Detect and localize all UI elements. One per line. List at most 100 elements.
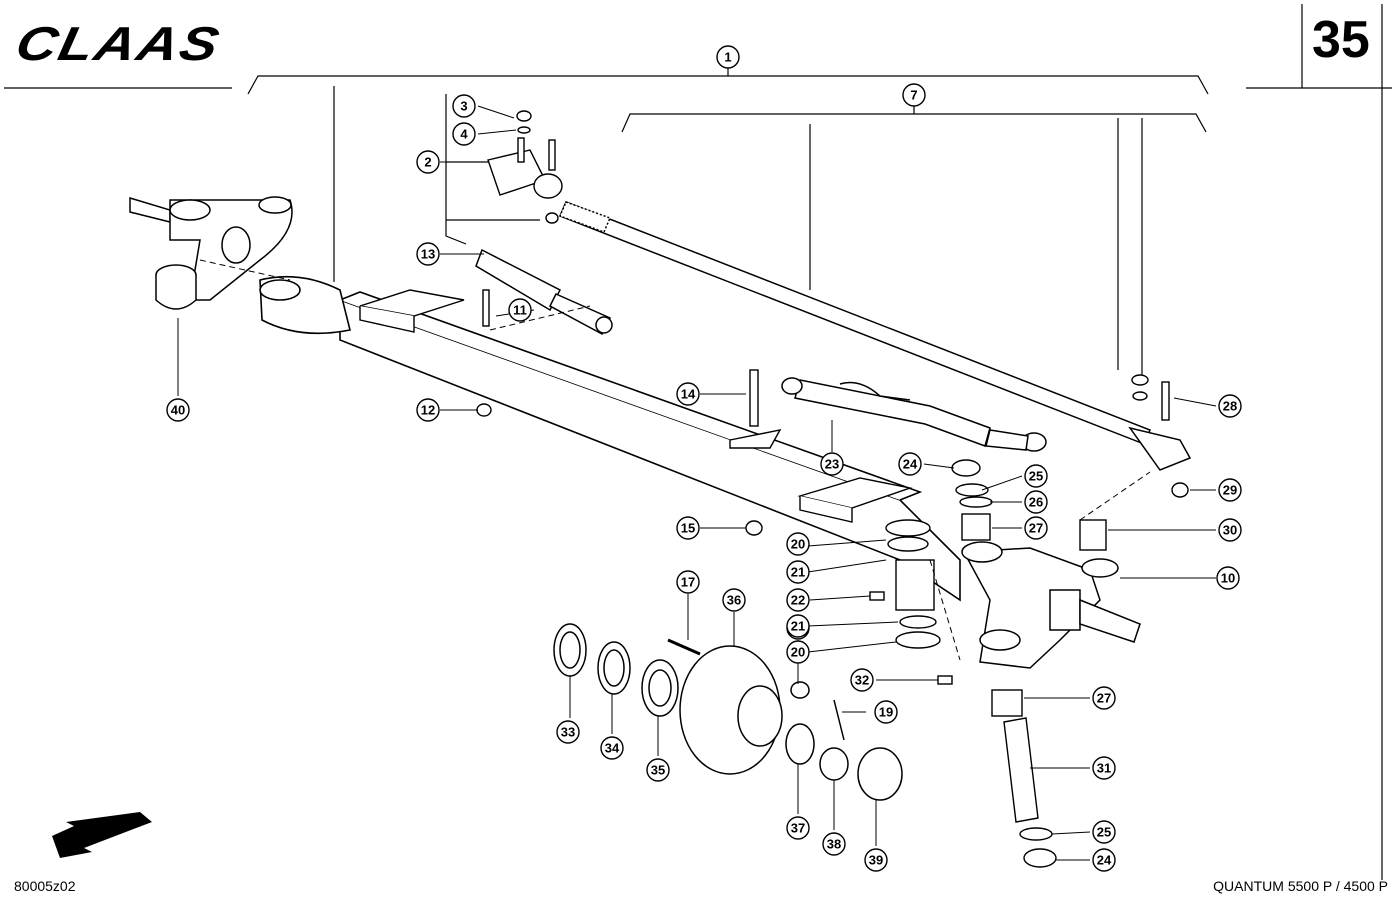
callout-3: 3: [452, 94, 476, 118]
svg-text:37: 37: [791, 821, 805, 836]
callout-40: 40: [166, 398, 190, 422]
bracket-assembly-7: [621, 113, 1207, 133]
mounting-plate-lower: [797, 477, 913, 509]
svg-text:24: 24: [903, 457, 918, 472]
callout-34: 34: [600, 736, 624, 760]
arrow-southwest-icon: [52, 812, 152, 858]
svg-text:34: 34: [605, 741, 620, 756]
steering-cylinder-13: [475, 248, 613, 336]
callout-30: 30: [1218, 518, 1242, 542]
nut-15: [745, 520, 763, 536]
svg-text:17: 17: [681, 575, 695, 590]
callout-7: 7: [902, 83, 926, 107]
callout-28: 28: [1218, 394, 1242, 418]
bolt-28: [1161, 381, 1170, 421]
callout-36: 36: [722, 588, 746, 612]
svg-text:39: 39: [869, 853, 883, 868]
svg-text:30: 30: [1223, 523, 1237, 538]
bracket-assembly-1: [247, 75, 1209, 95]
callout-21: 21: [786, 560, 810, 584]
callout-39: 39: [864, 848, 888, 872]
svg-text:40: 40: [171, 403, 185, 418]
svg-text:24: 24: [1097, 853, 1112, 868]
front-axle-beam: [259, 275, 961, 602]
steering-cylinder-23: [781, 377, 1047, 452]
svg-text:20: 20: [791, 645, 805, 660]
svg-text:19: 19: [879, 705, 893, 720]
svg-text:23: 23: [825, 457, 839, 472]
callout-14: 14: [676, 382, 700, 406]
svg-text:33: 33: [561, 725, 575, 740]
svg-text:28: 28: [1223, 399, 1237, 414]
grease-nipple-32: [937, 675, 953, 685]
mounting-plate-upper: [359, 289, 465, 317]
callout-17: 17: [676, 570, 700, 594]
svg-text:15: 15: [681, 521, 695, 536]
bolt-11: [482, 289, 490, 327]
callout-35: 35: [646, 758, 670, 782]
callout-25: 25: [1024, 464, 1048, 488]
svg-text:20: 20: [791, 537, 805, 552]
callout-21-b: 21: [786, 614, 810, 638]
svg-text:11: 11: [513, 303, 527, 318]
svg-text:14: 14: [681, 387, 696, 402]
svg-text:25: 25: [1097, 825, 1111, 840]
svg-text:12: 12: [421, 403, 435, 418]
callout-24: 24: [898, 452, 922, 476]
callout-11: 11: [508, 298, 532, 322]
callout-33: 33: [556, 720, 580, 744]
svg-text:22: 22: [791, 593, 805, 608]
callout-15: 15: [676, 516, 700, 540]
cylinder-bracket: [729, 429, 782, 449]
svg-text:13: 13: [421, 247, 435, 262]
svg-text:21: 21: [791, 565, 805, 580]
callout-27: 27: [1024, 516, 1048, 540]
callout-4: 4: [452, 122, 476, 146]
model-label: QUANTUM 5500 P / 4500 P: [1213, 878, 1388, 894]
svg-text:29: 29: [1223, 483, 1237, 498]
tie-rod: [558, 201, 1192, 471]
callout-2: 2: [416, 150, 440, 174]
svg-text:4: 4: [460, 127, 468, 142]
king-pin-parts: [885, 459, 1107, 868]
svg-text:7: 7: [910, 88, 917, 103]
washer-28: [1131, 374, 1149, 386]
callout-27-b: 27: [1092, 686, 1116, 710]
callout-25-b: 25: [1092, 820, 1116, 844]
callout-29: 29: [1218, 478, 1242, 502]
svg-text:2: 2: [424, 155, 431, 170]
svg-text:25: 25: [1029, 469, 1043, 484]
svg-text:26: 26: [1029, 495, 1043, 510]
right-steering-knuckle: [961, 541, 1141, 669]
bolt-14: [749, 369, 759, 427]
bracket-assembly-2: [445, 94, 467, 245]
svg-text:3: 3: [460, 99, 467, 114]
svg-text:1: 1: [724, 50, 731, 65]
callout-22: 22: [786, 588, 810, 612]
nut-29: [1171, 482, 1189, 498]
callout-26: 26: [1024, 490, 1048, 514]
callout-13: 13: [416, 242, 440, 266]
callout-1: 1: [716, 45, 740, 69]
left-steering-knuckle: [129, 196, 293, 310]
callout-balloons: 1234710111213141517181920202121222324242…: [166, 45, 1242, 872]
svg-text:32: 32: [855, 673, 869, 688]
callout-37: 37: [786, 816, 810, 840]
drawing-id: 80005z02: [14, 878, 76, 894]
callout-24-b: 24: [1092, 848, 1116, 872]
grease-nipple-22: [869, 591, 885, 601]
callout-20-b: 20: [786, 640, 810, 664]
clamp-assembly: [487, 110, 563, 224]
wheel-hub-assembly: [553, 623, 903, 801]
svg-text:35: 35: [651, 763, 665, 778]
callout-20: 20: [786, 532, 810, 556]
svg-text:27: 27: [1029, 521, 1043, 536]
svg-text:21: 21: [791, 619, 805, 634]
svg-text:31: 31: [1097, 761, 1111, 776]
callout-12: 12: [416, 398, 440, 422]
callout-38: 38: [822, 832, 846, 856]
svg-text:36: 36: [727, 593, 741, 608]
svg-text:38: 38: [827, 837, 841, 852]
